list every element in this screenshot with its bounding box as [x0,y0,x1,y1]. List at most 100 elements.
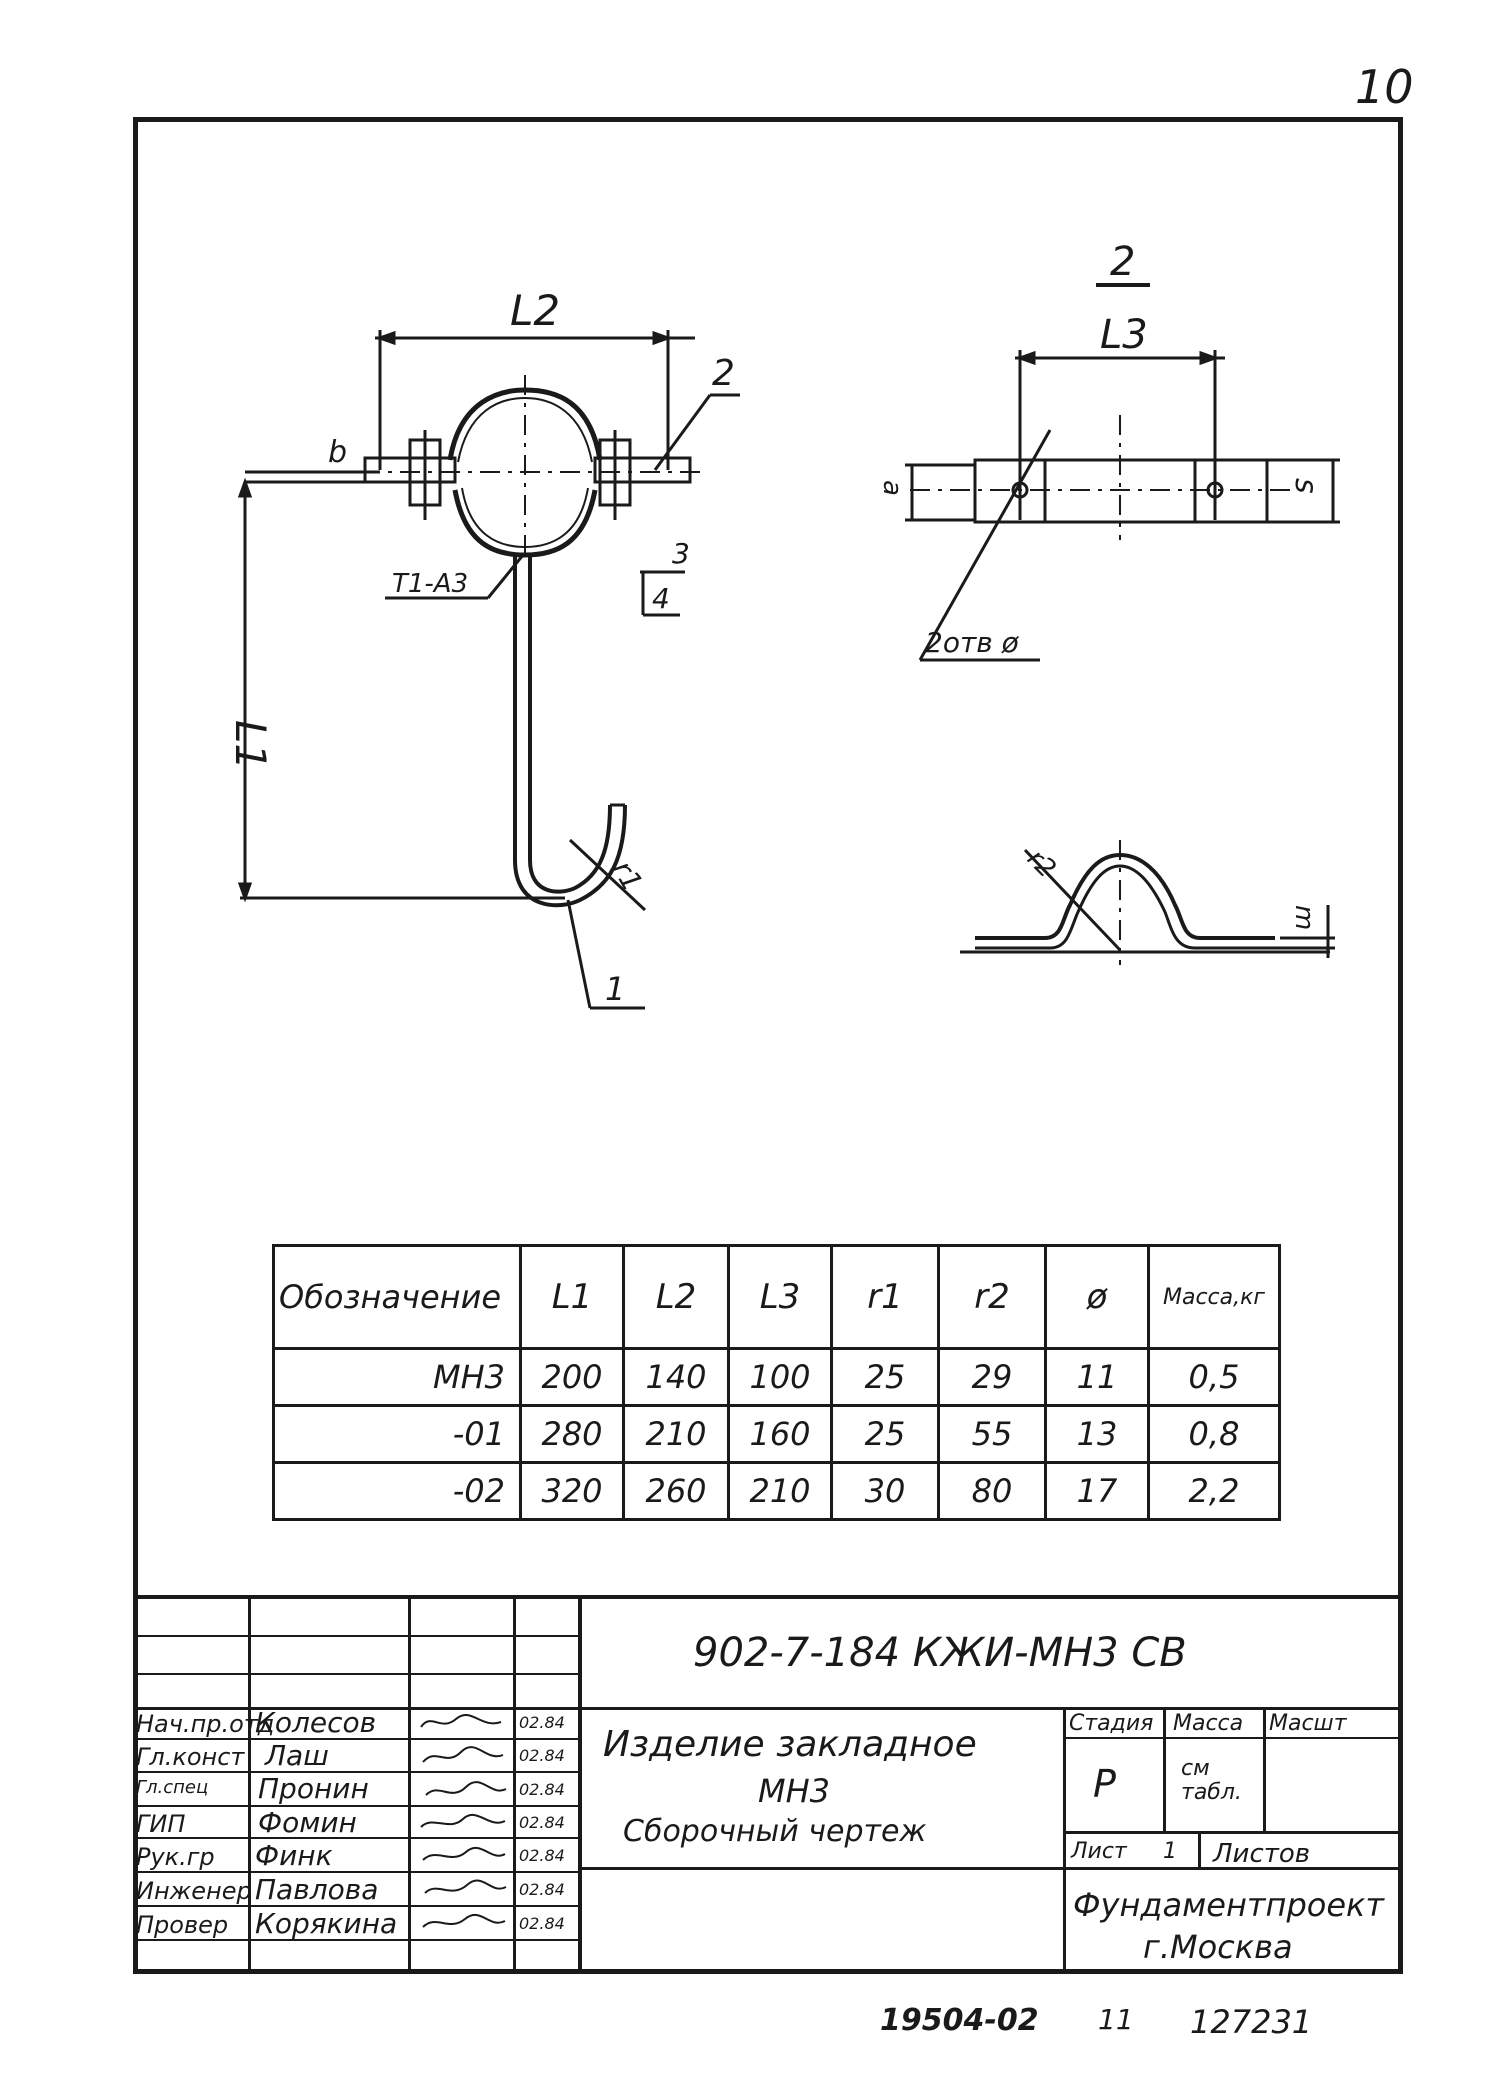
cell: 13 [1044,1404,1150,1464]
format-number: 11 [1098,2003,1134,2036]
tb-line [1263,1707,1266,1832]
cell: 25 [830,1347,940,1407]
sig-date: 02.84 [519,1914,565,1933]
header-mass: Масса,кг [1147,1244,1281,1350]
stage-header: Стадия [1069,1711,1154,1736]
tb-line [578,1867,1403,1870]
table-row: -02 320 260 210 30 80 17 2,2 [272,1461,1281,1521]
cell: 11 [1044,1347,1150,1407]
tb-line [133,1635,578,1637]
cell: 2,2 [1147,1461,1281,1521]
main-view: L2 b 2 T1-A3 [226,286,740,1010]
dim-s-label: s [1288,478,1323,494]
callout-weld: T1-A3 [392,569,468,599]
callout-holes: 2отв ø [925,626,1020,659]
dim-a-label: a [877,480,907,496]
cell: -01 [272,1404,522,1464]
sig-role: Рук.гр [136,1843,215,1871]
cell: 80 [937,1461,1047,1521]
sig-date: 02.84 [519,1880,565,1899]
tb-line [1063,1707,1066,1974]
cell: -02 [272,1461,522,1521]
sheets-label: Листов [1213,1839,1311,1869]
sig-role: ГИП [136,1810,186,1838]
cell: 0,8 [1147,1404,1281,1464]
tb-border [133,1595,1403,1599]
document-title-line2: МН3 [758,1772,831,1810]
sig-name: Колесов [255,1706,377,1739]
cell: 0,5 [1147,1347,1281,1407]
document-title-line3: Сборочный чертеж [623,1814,927,1849]
organization-city: г.Москва [1143,1928,1293,1966]
tb-line [133,1837,578,1839]
header-diameter: ø [1044,1244,1150,1350]
section-sheet: 4 [652,582,670,615]
drawing-frame [133,117,1403,1974]
tb-line [1063,1831,1403,1834]
view-label: 2 [1110,239,1135,285]
assembly-drawing: L2 b 2 T1-A3 [226,239,1340,1010]
tb-line [1063,1737,1403,1739]
sig-name: Лаш [265,1739,329,1772]
sig-role: Нач.пр.отд [136,1710,275,1738]
table-row: МН3 200 140 100 25 29 11 0,5 [272,1347,1281,1407]
mass-value: см табл. [1181,1756,1242,1806]
cell: 210 [622,1404,730,1464]
cell: 140 [622,1347,730,1407]
tb-line [248,1595,251,1974]
sig-date: 02.84 [519,1846,565,1865]
document-title-line1: Изделие закладное [603,1724,977,1765]
sig-date: 02.84 [519,1713,565,1732]
dim-m-label: m [1289,905,1319,930]
tb-line [1163,1707,1166,1832]
signature-scribbles [420,1713,507,1928]
sig-date: 02.84 [519,1780,565,1799]
sig-name: Корякина [255,1907,398,1940]
tb-line [133,1673,578,1675]
table-header-row: Обозначение L1 L2 L3 r1 r2 ø Масса,кг [272,1244,1281,1350]
callout-part-1: 1 [605,970,625,1008]
dim-l3-label: L3 [1100,312,1148,358]
cell: 260 [622,1461,730,1521]
sig-role: Гл.конст [136,1743,245,1771]
sig-date: 02.84 [519,1746,565,1765]
table-row: -01 280 210 160 25 55 13 0,8 [272,1404,1281,1464]
order-number: 19504-02 [880,2003,1039,2038]
callout-part-2: 2 [712,353,735,394]
cell: МН3 [272,1347,522,1407]
cell: 55 [937,1404,1047,1464]
cell: 17 [1044,1461,1150,1521]
sig-name: Фомин [258,1806,357,1839]
cell: 320 [519,1461,625,1521]
tb-line [1198,1831,1201,1867]
section-view: r2 m [960,840,1335,965]
cell: 25 [830,1404,940,1464]
sig-role: Гл.спец [136,1777,209,1798]
header-l2: L2 [622,1244,730,1350]
tb-line [133,1805,578,1807]
header-r1: r1 [830,1244,940,1350]
cell: 280 [519,1404,625,1464]
tb-line [133,1738,578,1740]
tb-line [133,1939,578,1941]
sheet-value: 1 [1163,1839,1177,1864]
sig-name: Павлова [255,1873,379,1906]
organization-name: Фундаментпроект [1073,1886,1384,1924]
stage-value: Р [1093,1762,1116,1806]
document-code: 902-7-184 КЖИ-МН3 СВ [693,1630,1187,1676]
title-block: 902-7-184 КЖИ-МН3 СВ Изделие закладное М… [133,1595,1403,1974]
cell: 30 [830,1461,940,1521]
header-l1: L1 [519,1244,625,1350]
section-number: 3 [672,537,690,570]
tb-line [408,1595,411,1974]
cell: 160 [727,1404,833,1464]
sig-date: 02.84 [519,1813,565,1832]
cell: 29 [937,1347,1047,1407]
dim-l1-label: L1 [226,720,275,770]
parameters-table: Обозначение L1 L2 L3 r1 r2 ø Масса,кг МН… [272,1244,1281,1521]
tb-line [133,1707,1403,1710]
cell: 210 [727,1461,833,1521]
sig-name: Пронин [258,1772,369,1805]
header-l3: L3 [727,1244,833,1350]
header-designation: Обозначение [272,1244,522,1350]
